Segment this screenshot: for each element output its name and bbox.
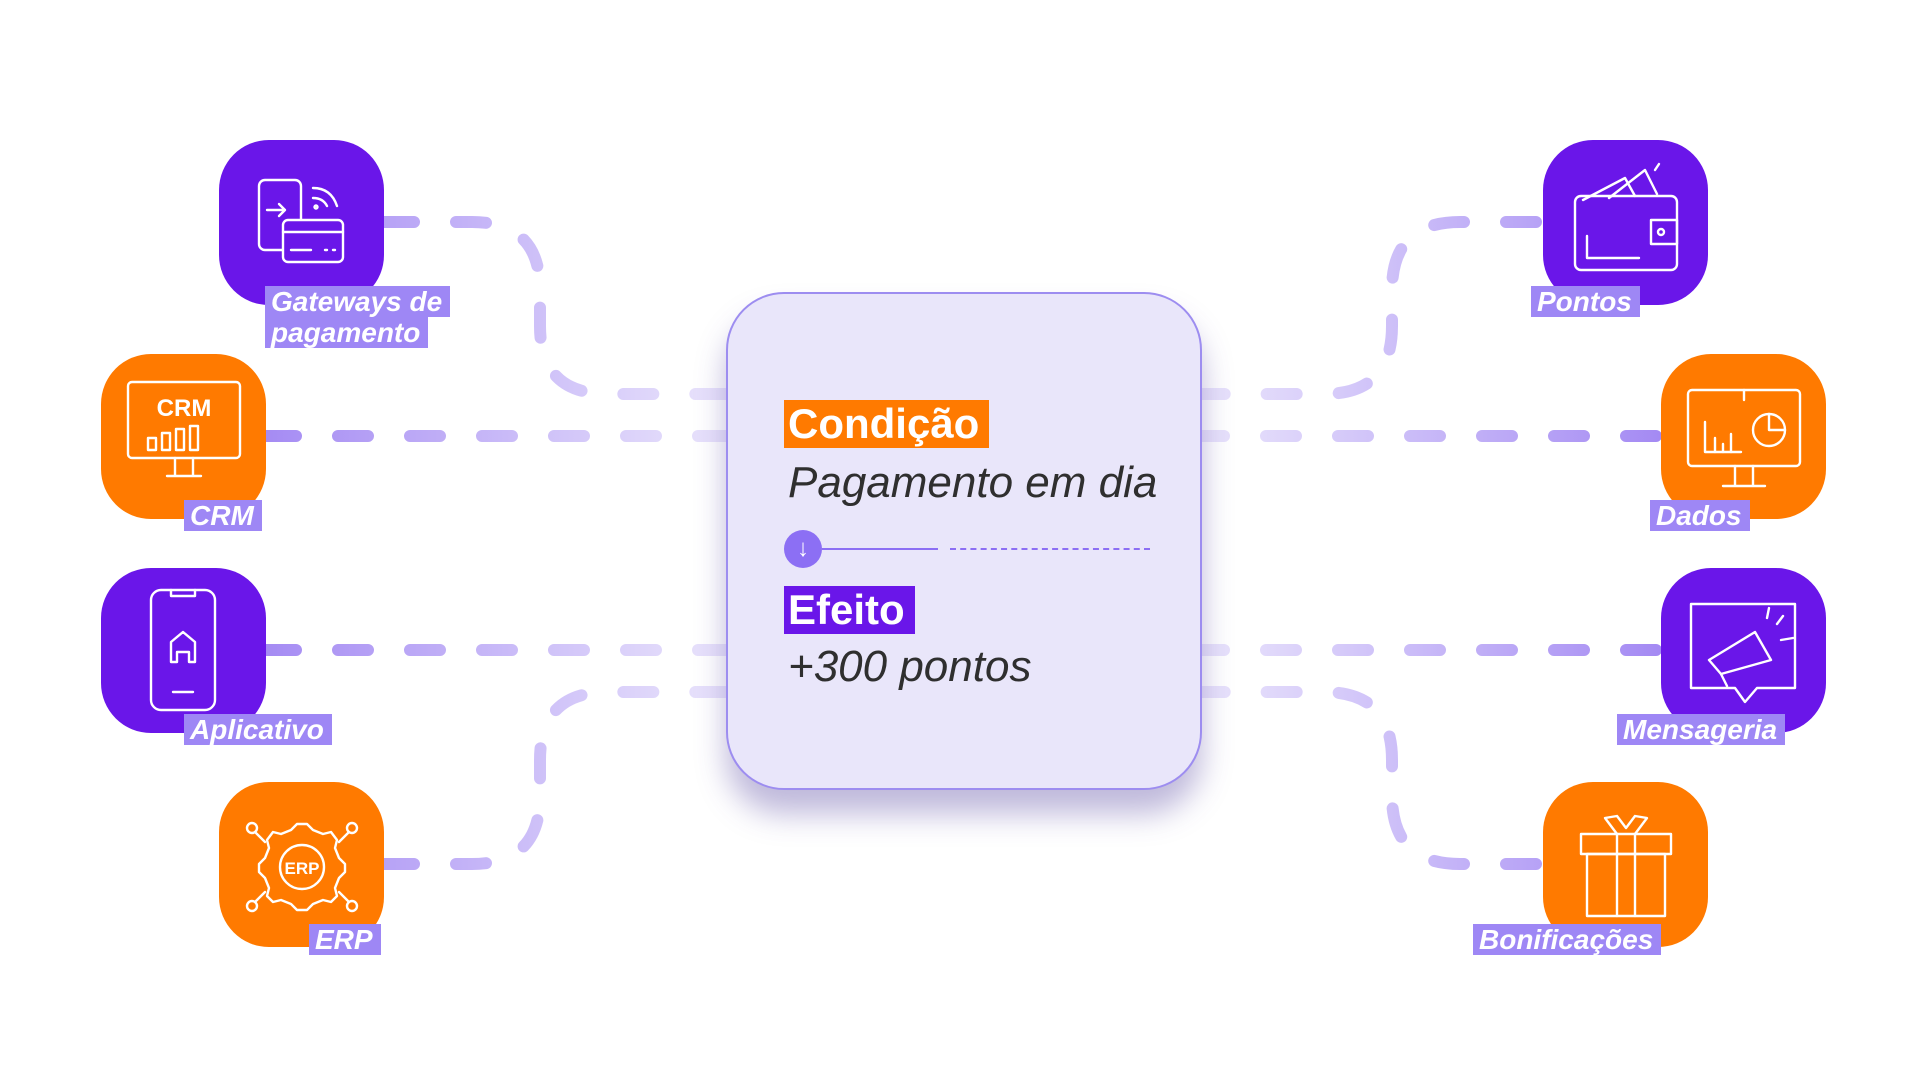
analytics-monitor-icon [1686,388,1802,488]
crm-icon-text: CRM [157,395,212,422]
node-erp: ERP [219,782,384,947]
gift-icon [1579,814,1673,918]
label-crm: CRM [184,500,262,531]
node-gateways [219,140,384,305]
condition-label: Condição [784,400,990,448]
node-crm: CRM [101,354,266,519]
divider-line [822,548,938,550]
crm-monitor-icon: CRM [126,380,242,478]
effect-value: +300 pontos [788,642,1032,691]
label-messaging: Mensageria [1617,714,1786,745]
megaphone-icon [1689,602,1797,704]
node-app [101,568,266,733]
arrow-down-icon: ↓ [784,530,822,568]
effect-label: Efeito [784,586,915,634]
label-app: Aplicativo [184,714,332,745]
label-erp: ERP [309,924,381,955]
condition-value: Pagamento em dia [788,458,1158,507]
label-gateways-line1: Gateways de [265,286,451,317]
node-bonuses [1543,782,1708,947]
smartphone-app-icon [149,588,217,712]
node-messaging [1661,568,1826,733]
connector-bonuses [1194,686,1542,870]
label-gateways-line2: pagamento [265,317,429,348]
node-points [1543,140,1708,305]
label-bonuses: Bonificações [1473,924,1662,955]
divider-dashed-line [950,548,1150,550]
erp-gear-icon: ERP [245,821,359,913]
wallet-icon [1573,162,1679,272]
label-points: Pontos [1531,286,1640,317]
connector-erp [378,686,736,870]
label-gateways: Gateways de pagamento [265,286,451,348]
node-data [1661,354,1826,519]
connector-gateways [378,216,736,400]
connector-points [1194,216,1542,400]
erp-icon-text: ERP [285,859,320,878]
payment-gateway-icon [257,178,345,264]
label-data: Dados [1650,500,1750,531]
rule-card: Condição Pagamento em dia ↓ Efeito +300 … [726,292,1202,790]
